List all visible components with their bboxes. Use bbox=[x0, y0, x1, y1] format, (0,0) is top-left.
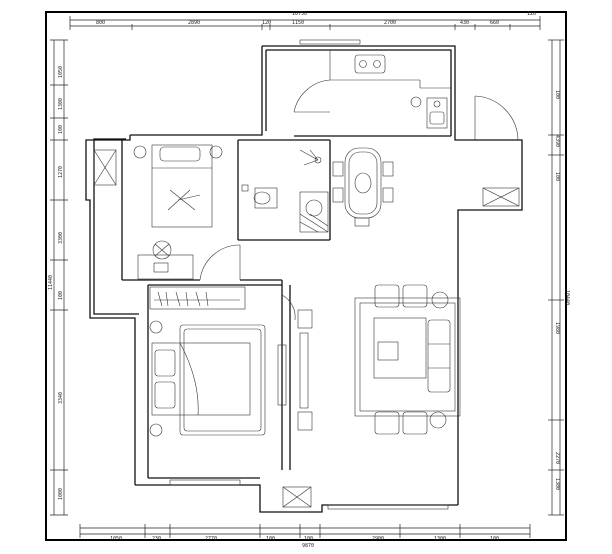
dim-right-6: 1300 bbox=[554, 478, 560, 490]
dimension-labels: 10750 120 800 2890 120 1150 2700 430 660… bbox=[48, 11, 570, 549]
dim-left-1: 1050 bbox=[58, 66, 64, 78]
bedroom-2-furniture bbox=[133, 144, 223, 280]
dim-top-3: 120 bbox=[262, 20, 271, 26]
dim-left-8: 1000 bbox=[58, 488, 64, 500]
top-dimension-lines bbox=[69, 16, 541, 30]
dim-left-5: 3300 bbox=[58, 232, 64, 244]
bedroom-rug bbox=[179, 324, 266, 436]
dim-bottom-5: 100 bbox=[304, 536, 313, 542]
dim-right-3: 100 bbox=[554, 172, 560, 181]
plant-icon bbox=[429, 411, 447, 429]
dim-left-3: 100 bbox=[58, 125, 64, 134]
dim-bottom-6: 2900 bbox=[372, 536, 384, 542]
dim-left-overall: 11440 bbox=[48, 275, 54, 290]
desk bbox=[137, 254, 194, 280]
dim-corner-mark: 120 bbox=[527, 11, 536, 17]
balcony-cabinet bbox=[282, 486, 312, 508]
bottom-dimension-lines bbox=[79, 524, 531, 538]
windows bbox=[169, 39, 449, 510]
dim-top-1: 800 bbox=[96, 20, 105, 26]
dim-top-5: 2700 bbox=[384, 20, 396, 26]
dim-right-5: 2270 bbox=[554, 452, 560, 464]
wardrobe bbox=[149, 286, 246, 310]
single-bed bbox=[151, 144, 213, 228]
dim-right-overall: 10440 bbox=[564, 290, 570, 305]
dim-bottom-2: 230 bbox=[152, 536, 161, 542]
dim-bottom-1: 1050 bbox=[110, 536, 122, 542]
living-rug bbox=[354, 297, 461, 417]
dim-right-2: 4390 bbox=[554, 135, 560, 147]
interior-walls bbox=[121, 135, 451, 478]
stove-burner-icon bbox=[359, 60, 367, 68]
dim-top-2: 2890 bbox=[188, 20, 200, 26]
armchair bbox=[402, 284, 428, 308]
master-bedroom-furniture bbox=[149, 286, 313, 437]
coffee-table bbox=[373, 317, 427, 379]
nightstand-lamp-icon bbox=[149, 320, 163, 334]
cabinet-right bbox=[482, 187, 520, 207]
dining-table bbox=[332, 147, 394, 227]
living-room-furniture bbox=[299, 284, 461, 435]
dim-bottom-8: 100 bbox=[490, 536, 499, 542]
dim-right-1: 100 bbox=[554, 90, 560, 99]
tv-cabinet bbox=[277, 344, 287, 406]
door-swings bbox=[199, 79, 519, 321]
dim-top-7: 660 bbox=[490, 20, 499, 26]
sink-icon bbox=[429, 111, 445, 125]
tv-unit bbox=[299, 332, 309, 409]
sofa bbox=[427, 319, 451, 393]
washbasin-icon bbox=[299, 191, 329, 233]
dim-bottom-overall: 9870 bbox=[302, 543, 314, 549]
chair-icon bbox=[152, 240, 172, 260]
dim-left-4: 1270 bbox=[58, 166, 64, 178]
bathroom-fixtures bbox=[241, 149, 329, 233]
dim-right-4: 1980 bbox=[554, 322, 560, 334]
dim-bottom-7: 1300 bbox=[434, 536, 446, 542]
armchair bbox=[402, 411, 428, 435]
cabinet-left bbox=[93, 149, 117, 186]
double-bed bbox=[151, 342, 251, 416]
dim-top-overall: 10750 bbox=[292, 11, 307, 17]
dim-top-6: 430 bbox=[460, 20, 469, 26]
right-dimension-lines bbox=[548, 39, 564, 516]
dim-left-6: 100 bbox=[58, 291, 64, 300]
drawing-frame bbox=[45, 11, 567, 541]
left-dimension-lines bbox=[50, 39, 68, 516]
nightstand-lamp-icon bbox=[149, 423, 163, 437]
dim-left-2: 1300 bbox=[58, 98, 64, 110]
dim-bottom-3: 2770 bbox=[205, 536, 217, 542]
nightstand-lamp-icon bbox=[133, 145, 147, 159]
shower-head-icon bbox=[314, 156, 322, 164]
plant-icon bbox=[431, 291, 449, 309]
kitchen-counter bbox=[329, 50, 451, 129]
dim-bottom-4: 100 bbox=[266, 536, 275, 542]
dim-left-7: 3340 bbox=[58, 392, 64, 404]
armchair bbox=[374, 411, 400, 435]
stove-burner-icon bbox=[373, 60, 381, 68]
armchair bbox=[374, 284, 400, 308]
dim-top-4: 1150 bbox=[292, 20, 304, 26]
toilet-icon bbox=[254, 187, 278, 209]
